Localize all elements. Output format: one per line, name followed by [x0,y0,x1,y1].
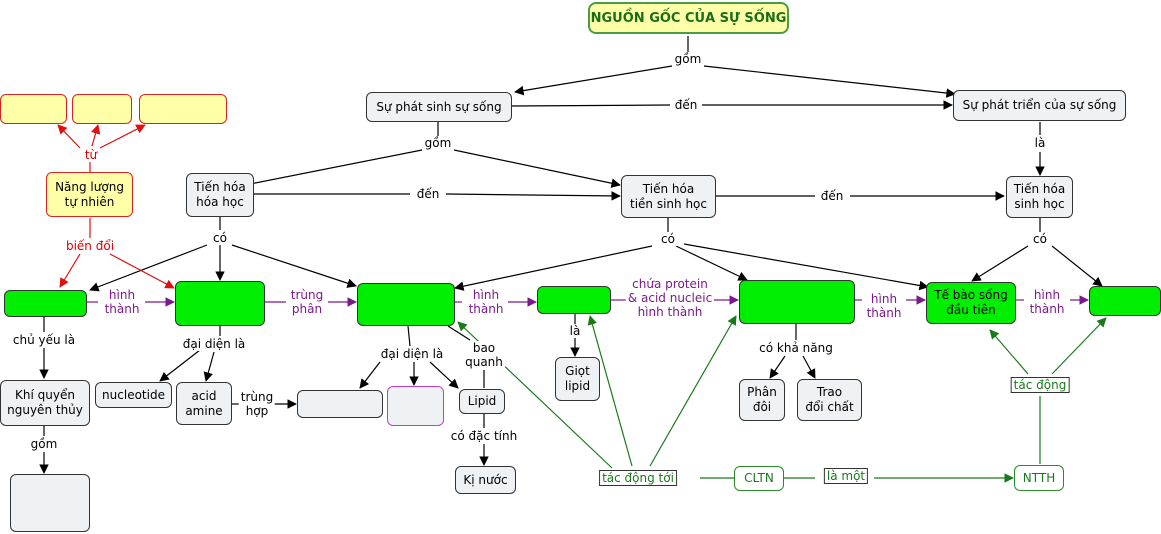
label-bao-quanh: bao quanh [463,341,505,369]
label-la-mot: là một [823,468,869,484]
link-den-tiensinh [445,191,621,201]
link-co-green6 [1051,245,1103,287]
node-ntth[interactable]: NTTH [1014,465,1064,491]
link-co-tebao2 [971,245,1029,282]
label-tac-dong-toi: tác động tới [599,470,677,486]
node-empty-red-3[interactable] [139,94,227,124]
node-tien-hoa-hoa-hoc[interactable]: Tiến hóa hóa học [186,173,254,217]
label-dai-dien-la-2: đại diện là [378,347,446,361]
link-daidien-nucleotide [159,349,201,382]
link-phatsinh-den [511,104,671,107]
node-te-bao-song[interactable]: Tế bào sống đầu tiên [926,282,1016,324]
label-chu-yeu-la: chủ yếu là [10,333,78,347]
link-gom-phatsinh [514,65,673,96]
link-co-green5 [675,245,748,281]
link-co-green1 [89,244,208,292]
link-daidien-lipid [429,361,459,389]
node-phat-sinh[interactable]: Sự phát sinh sự sống [366,92,512,122]
label-gom-2: gồm [422,136,454,150]
link-co-green3 [231,244,357,288]
link-gom-tiensinh [453,149,621,188]
link-biendoi-green2 [109,253,175,289]
node-green-4[interactable] [537,286,611,314]
link-green3-bao [447,325,471,341]
label-trung-hop: trùng hợp [238,390,276,418]
link-co-green3b [454,245,653,291]
label-bien-doi: biến đổi [63,239,117,253]
link-tu-empty2 [91,124,101,147]
label-den-1: đến [672,98,700,112]
node-trao-doi-chat[interactable]: Trao đổi chất [797,379,862,421]
link-tacdongtoi-green4 [587,315,633,467]
node-cltn[interactable]: CLTN [734,466,784,491]
label-co-1: có [211,231,229,245]
node-green-3[interactable] [357,283,455,326]
label-den-2: đến [414,187,442,201]
link-biendoi-green1 [59,253,81,288]
node-green-5[interactable] [739,280,855,324]
node-phat-trien[interactable]: Sự phát triển của sự sống [953,90,1126,121]
link-daidien-empty1 [359,361,381,389]
node-tien-hoa-sinh-hoc[interactable]: Tiến hóa sinh học [1006,176,1073,218]
label-tac-dong: tác động [1010,377,1070,393]
node-ki-nuoc[interactable]: Kị nước [455,466,516,494]
label-co-3: có [1031,232,1049,246]
label-dai-dien-la-1: đại diện là [180,337,248,351]
node-tien-hoa-tien-sinh-hoc[interactable]: Tiến hóa tiền sinh học [621,175,716,218]
label-la-1: là [1032,136,1048,150]
node-green-1[interactable] [4,290,87,317]
label-tu: từ [82,148,100,162]
link-tacdong-green6 [1051,317,1107,375]
node-acid-amine[interactable]: acid amine [176,382,232,425]
link-co-tebao [683,243,929,291]
link-cokha-phandoi [769,355,786,379]
label-gom-1: gồm [672,52,704,66]
link-daidien-acid [203,351,215,382]
node-empty-gas[interactable] [10,474,90,532]
label-chua-protein: chứa protein & acid nucleic hình thành [625,277,715,319]
label-hinh-thanh-1: hình thành [102,288,142,316]
node-empty-red-1[interactable] [0,94,67,124]
node-empty-red-2[interactable] [72,94,132,124]
node-phan-doi[interactable]: Phân đôi [739,379,785,421]
link-gom-phattrien [703,65,956,98]
node-green-6[interactable] [1089,286,1161,316]
link-gom-hoahoc [239,149,423,190]
label-trung-phan: trùng phân [288,288,326,316]
label-hinh-thanh-4: hình thành [1027,288,1067,316]
label-co-2: có [659,232,677,246]
node-nang-luong[interactable]: Năng lượng tự nhiên [46,172,133,217]
node-lipid[interactable]: Lipid [459,389,505,414]
node-empty-polymer-1[interactable] [297,390,383,418]
label-co-kha-nang: có khả năng [757,341,835,355]
link-tu-empty3 [99,124,146,149]
label-hinh-thanh-2: hình thành [466,288,506,316]
link-cokha-trao [802,355,816,379]
label-co-dac-tinh: có đặc tính [448,429,520,443]
link-tacdongtoi-green5 [649,315,737,467]
node-giot-lipid[interactable]: Giọt lipid [555,357,600,401]
root-node[interactable]: NGUỒN GỐC CỦA SỰ SỐNG [588,2,789,34]
link-tu-empty1 [57,124,81,149]
node-nucleotide[interactable]: nucleotide [95,382,172,408]
node-khi-quyen[interactable]: Khí quyển nguyên thủy [0,380,90,426]
link-green3-daidien [407,325,411,347]
label-den-3: đến [818,189,846,203]
label-gom-3: gồm [28,437,60,451]
node-empty-polymer-2[interactable] [387,386,444,426]
link-tacdong-tebao [989,329,1029,375]
label-hinh-thanh-3: hình thành [864,292,904,320]
label-la-2: là [567,324,583,338]
node-green-2[interactable] [175,281,265,326]
